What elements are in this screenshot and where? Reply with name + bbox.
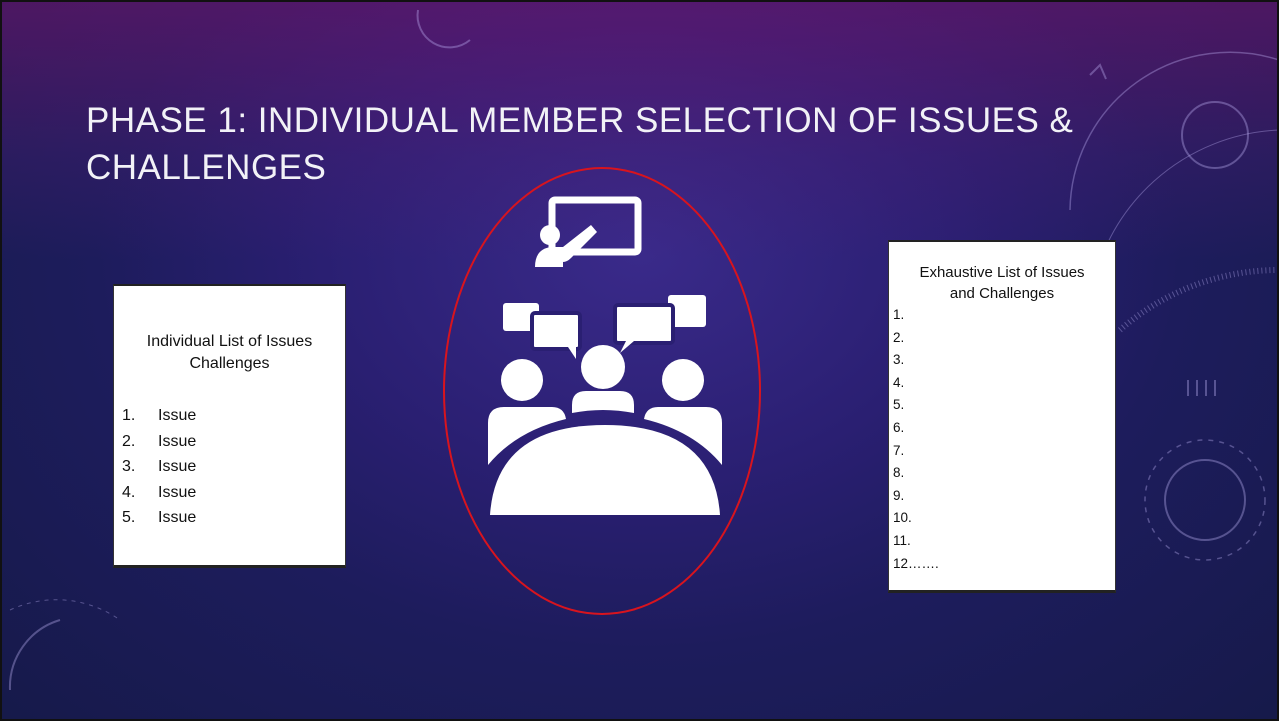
exhaustive-list-card: Exhaustive List of Issues and Challenges…	[888, 240, 1116, 593]
list-item-number: 5.	[122, 509, 136, 527]
list-item: 7.	[893, 442, 905, 458]
list-item-text: Issue	[158, 483, 197, 501]
list-item: 1.	[893, 307, 905, 322]
individual-list-heading: Individual List of Issues Challenges	[146, 333, 313, 372]
list-item-number: 4.	[122, 483, 136, 501]
list-item: 12…….	[893, 555, 939, 571]
list-item: 5.	[893, 397, 905, 413]
exhaustive-list-heading: Exhaustive List of Issues and Challenges	[919, 264, 1085, 302]
list-item-text: Issue	[158, 458, 197, 476]
exhaustive-issue-list: 1. 2. 3. 4. 5. 6. 7. 8. 9. 10. 11. 12…….	[889, 304, 1115, 575]
list-item: 4. Issue	[122, 480, 345, 506]
individual-list-card: Individual List of Issues Challenges 1. I…	[113, 284, 346, 568]
list-item-number: 3.	[122, 458, 136, 476]
list-item-number: 1.	[122, 407, 136, 424]
list-item: 4.	[893, 374, 905, 390]
list-item-text: Issue	[158, 432, 197, 450]
list-item: 6.	[893, 419, 905, 435]
list-item: 8.	[893, 465, 905, 481]
list-item-text: Issue	[158, 509, 197, 527]
list-item: 5. Issue	[122, 505, 345, 531]
list-item: 2.	[893, 329, 905, 345]
individual-issue-list: 1. Issue 2. Issue 3. Issue 4. Issue 5. Issue	[114, 403, 345, 531]
list-item-number: 2.	[122, 432, 136, 450]
slide-title: PHASE 1: INDIVIDUAL MEMBER SELECTION OF …	[86, 101, 1074, 187]
list-item: 1. Issue	[122, 403, 345, 429]
list-item: 2. Issue	[122, 429, 345, 455]
list-item: 11.	[893, 532, 911, 548]
meeting-discussion-icon	[480, 195, 730, 525]
list-item: 10.	[893, 510, 912, 526]
highlight-oval	[443, 167, 761, 615]
list-item-text: Issue	[158, 407, 197, 424]
list-item: 3.	[893, 352, 905, 368]
list-item: 9.	[893, 487, 905, 503]
list-item: 3. Issue	[122, 454, 345, 480]
